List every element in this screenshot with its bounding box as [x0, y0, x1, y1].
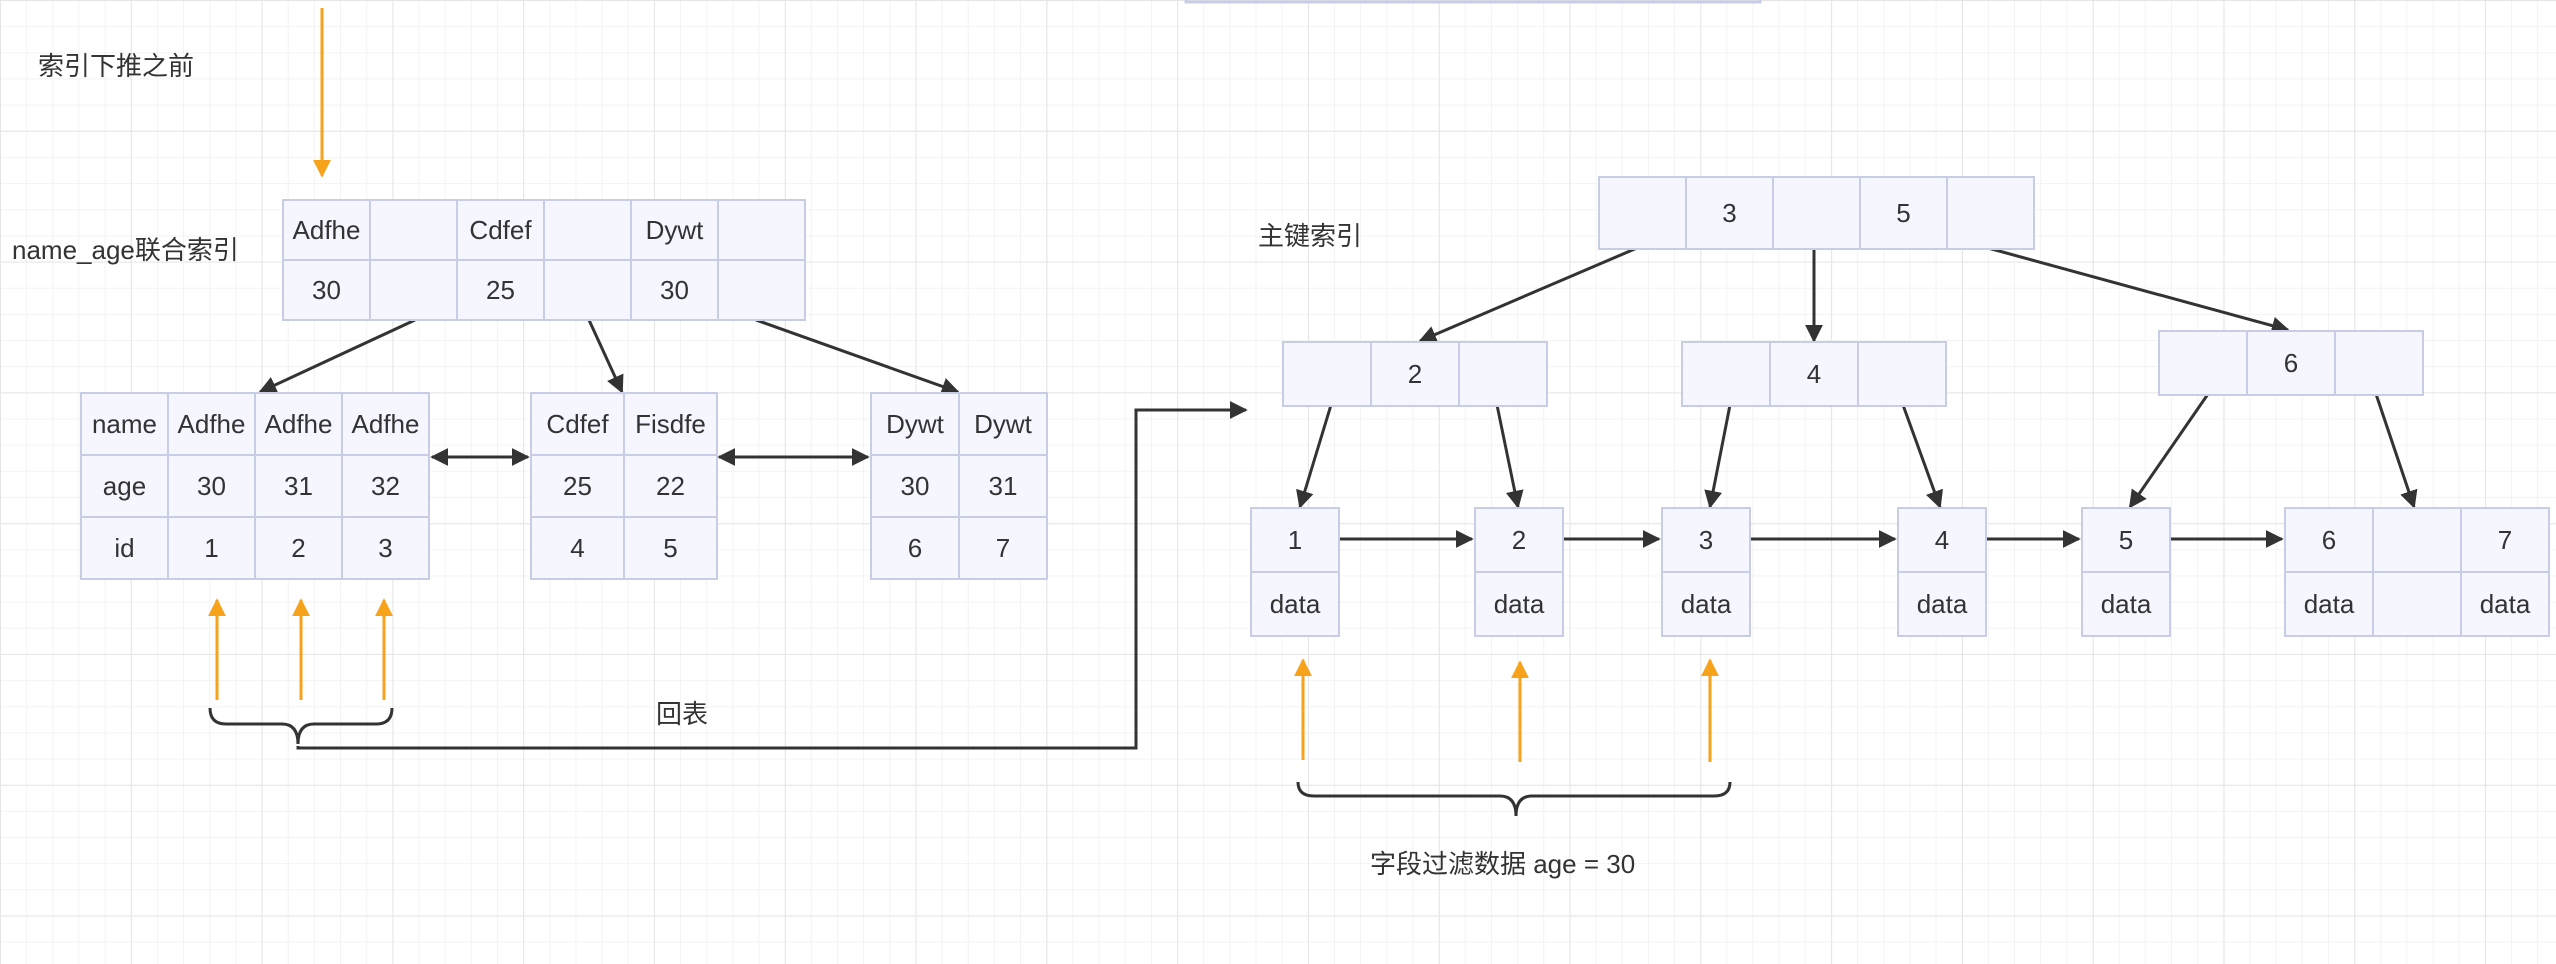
primary-leaf5-cell-r1-c0: data — [2081, 571, 2171, 637]
primary-leaf6-cell-r0-c1 — [2372, 507, 2462, 573]
brace-primary — [1296, 781, 1732, 817]
primary-leaf6-cell-r0-c2: 7 — [2460, 507, 2550, 573]
primary-root-cell-r0-c2 — [1772, 176, 1861, 250]
primary-internal1-cell-r0-c2 — [1458, 341, 1548, 407]
label-back-to-table: 回表 — [656, 699, 709, 729]
composite-leaf2-cell-r2-c1: 5 — [623, 516, 718, 580]
brace-composite — [208, 707, 394, 745]
primary-internal2-cell-r0-c0 — [1681, 341, 1771, 407]
composite-root-cell-r1-c0: 30 — [282, 259, 371, 321]
primary-internal1-cell-r0-c0 — [1282, 341, 1372, 407]
label-primary-index: 主键索引 — [1258, 221, 1363, 251]
internal1-to-leaf1-arrow — [1296, 404, 1333, 509]
primary-internal3-cell-r0-c2 — [2334, 330, 2424, 396]
composite-leaf1-cell-r2-c3: 3 — [341, 516, 430, 580]
composite-leaf3-cell-r2-c0: 6 — [870, 516, 960, 580]
primary-internal3-cell-r0-c0 — [2158, 330, 2248, 396]
composite-root-to-leaf2-arrow — [587, 319, 624, 394]
composite-leaf2-cell-r1-c0: 25 — [530, 454, 625, 518]
primary-leaf6-cell-r1-c0: data — [2284, 571, 2374, 637]
composite-leaf1-cell-r0-c1: Adfhe — [167, 392, 256, 456]
composite-root-cell-r1-c2: 25 — [456, 259, 545, 321]
primary-internal1-cell-r0-c1: 2 — [1370, 341, 1460, 407]
primary-leaf1-cell-r1-c0: data — [1250, 571, 1340, 637]
composite-root-cell-r0-c3 — [543, 199, 632, 261]
composite-root-cell-r1-c1 — [369, 259, 458, 321]
primary-leaf5-cell-r0-c0: 5 — [2081, 507, 2171, 573]
composite-leaf2-cell-r1-c1: 22 — [623, 454, 718, 518]
internal2-to-leaf4-arrow — [1901, 404, 1943, 509]
composite-leaf3-cell-r2-c1: 7 — [958, 516, 1048, 580]
composite-leaf1-cell-r0-c3: Adfhe — [341, 392, 430, 456]
primary-root-to-internal3-arrow — [1987, 246, 2290, 335]
primary-root-to-internal1-arrow — [1418, 246, 1638, 343]
primary-root-cell-r0-c4 — [1946, 176, 2035, 250]
label-field-filter: 字段过滤数据 age = 30 — [1370, 849, 1636, 879]
composite-root-cell-r0-c2: Cdfef — [456, 199, 545, 261]
composite-leaf1-cell-r2-c0: id — [80, 516, 169, 580]
composite-leaf1-cell-r0-c0: name — [80, 392, 169, 456]
composite-root-to-leaf1-arrow — [258, 318, 416, 394]
primary-internal3-cell-r0-c1: 6 — [2246, 330, 2336, 396]
primary-leaf4-cell-r1-c0: data — [1897, 571, 1987, 637]
internal1-to-leaf2-arrow — [1495, 404, 1524, 509]
composite-leaf1-cell-r1-c3: 32 — [341, 454, 430, 518]
composite-leaf2-cell-r0-c1: Fisdfe — [623, 392, 718, 456]
primary-internal2-cell-r0-c2 — [1857, 341, 1947, 407]
primary-leaf3-cell-r1-c0: data — [1661, 571, 1751, 637]
primary-root-cell-r0-c0 — [1598, 176, 1687, 250]
composite-root-to-leaf3-arrow — [755, 318, 960, 396]
primary-leaf2-cell-r0-c0: 2 — [1474, 507, 1564, 573]
internal3-to-leaf5-arrow — [2128, 393, 2210, 509]
top-partial-frame — [1184, 0, 1762, 4]
composite-leaf3-cell-r0-c0: Dywt — [870, 392, 960, 456]
composite-root-cell-r0-c4: Dywt — [630, 199, 719, 261]
label-composite-index: name_age联合索引 — [12, 235, 239, 265]
primary-root-cell-r0-c1: 3 — [1685, 176, 1774, 250]
primary-leaf2-cell-r1-c0: data — [1474, 571, 1564, 637]
composite-root-cell-r0-c5 — [717, 199, 806, 261]
back-to-table-arrow — [296, 401, 1248, 750]
primary-leaf4-cell-r0-c0: 4 — [1897, 507, 1987, 573]
composite-leaf1-cell-r1-c0: age — [80, 454, 169, 518]
composite-leaf3-cell-r0-c1: Dywt — [958, 392, 1048, 456]
composite-root-cell-r1-c5 — [717, 259, 806, 321]
primary-leaf1-cell-r0-c0: 1 — [1250, 507, 1340, 573]
primary-leaf3-cell-r0-c0: 3 — [1661, 507, 1751, 573]
label-before-pushdown: 索引下推之前 — [38, 51, 195, 81]
primary-leaf6-cell-r1-c1 — [2372, 571, 2462, 637]
internal3-to-leaf6-arrow — [2374, 393, 2418, 509]
internal2-to-leaf3-arrow — [1704, 404, 1732, 509]
primary-root-cell-r0-c3: 5 — [1859, 176, 1948, 250]
primary-leaf6-cell-r1-c2: data — [2460, 571, 2550, 637]
